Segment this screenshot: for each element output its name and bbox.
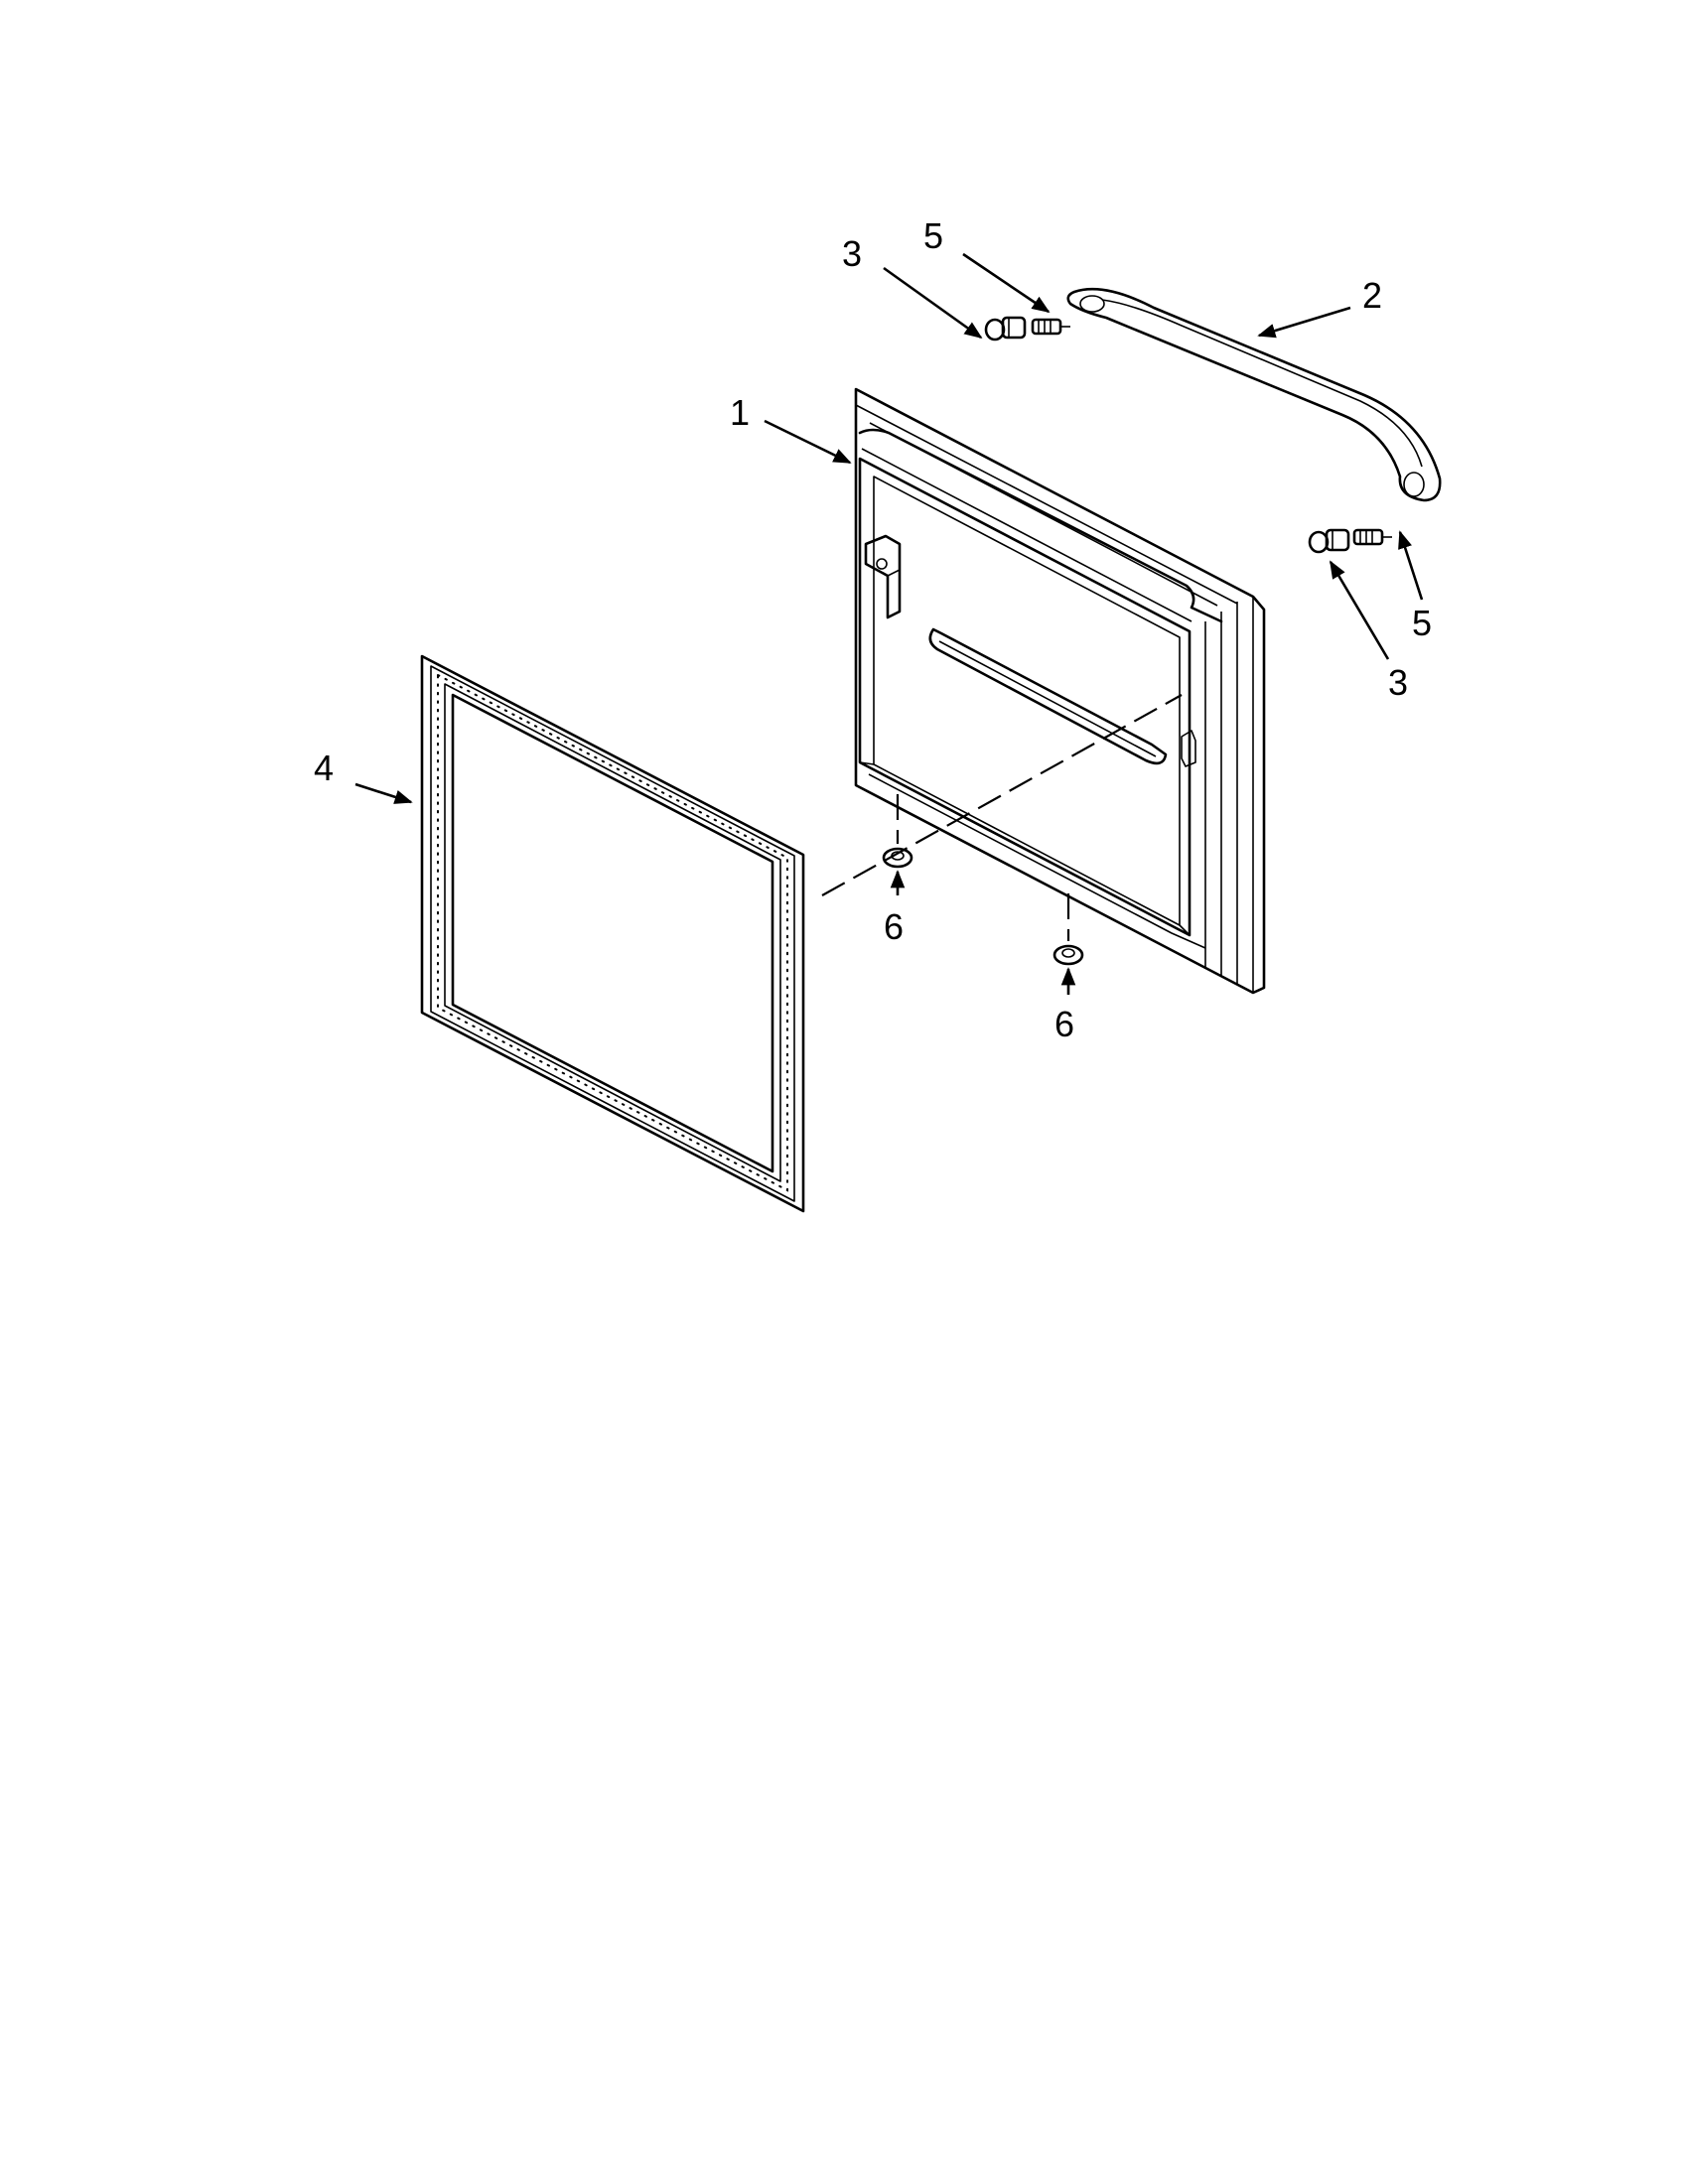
callout-plug-left: 6 bbox=[884, 906, 904, 947]
spacer-upper bbox=[1031, 318, 1070, 336]
handle-part bbox=[1066, 287, 1442, 502]
callout-screw-lower: 3 bbox=[1388, 662, 1408, 703]
callout-handle: 2 bbox=[1362, 275, 1382, 316]
callout-gasket: 4 bbox=[314, 748, 334, 788]
callout-plug-right: 6 bbox=[1054, 1004, 1074, 1044]
callout-door-panel: 1 bbox=[730, 392, 750, 433]
gasket-part bbox=[420, 654, 805, 1213]
door-panel-part bbox=[854, 387, 1266, 995]
screw-lower bbox=[1308, 528, 1350, 554]
plug-right bbox=[1052, 944, 1084, 966]
hinge-bracket bbox=[864, 534, 902, 619]
callout-screw-upper: 3 bbox=[842, 233, 862, 274]
callout-spacer-lower: 5 bbox=[1412, 603, 1432, 643]
spacer-lower bbox=[1352, 528, 1392, 546]
callout-spacer-upper: 5 bbox=[923, 215, 943, 256]
assembly-lines bbox=[821, 694, 1183, 941]
screw-upper bbox=[984, 316, 1027, 341]
leader-arrows bbox=[354, 252, 1424, 995]
